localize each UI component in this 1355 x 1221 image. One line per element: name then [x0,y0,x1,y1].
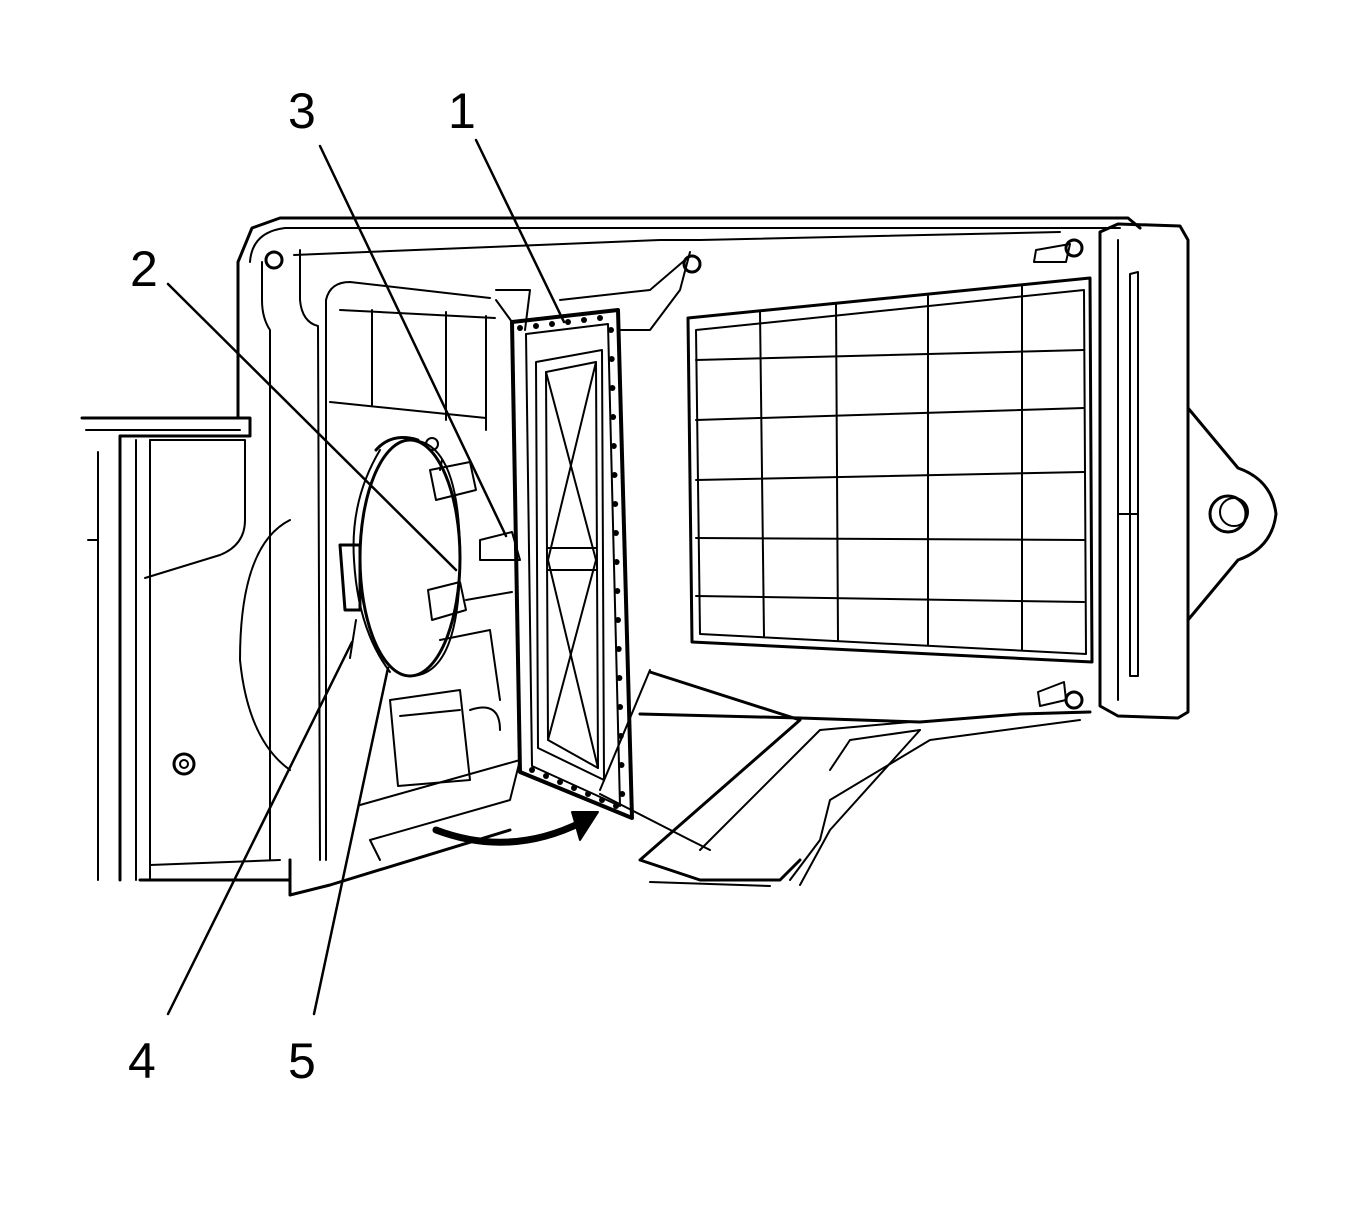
leader-lines [166,138,566,1016]
fastener-dot [557,779,563,785]
lower-bracket [359,629,521,861]
fastener-dot [571,785,577,791]
fastener-dot [549,321,555,327]
recirculation-door [465,299,634,820]
fastener-dot [614,588,621,594]
evaporator-core [686,276,1094,664]
fastener-dot [613,803,619,809]
fastener-dot [612,530,619,536]
lower-case [599,669,1092,887]
fastener-dot [610,414,617,420]
fastener-dot [585,791,591,797]
fastener-dot [617,704,624,710]
left-housing [80,416,292,882]
fastener-dot [612,501,619,507]
fastener-dot [543,773,549,779]
fastener-dot [617,733,624,739]
door-fastener-dots [517,315,626,809]
fastener-dot [619,791,626,797]
fastener-dot [611,472,618,478]
fastener-dot [608,327,614,333]
fastener-dot [616,675,623,681]
fastener-dot [608,356,615,362]
callout-1: 1 [448,83,476,139]
end-cover [1098,222,1278,720]
fastener-dot [610,443,617,449]
fastener-dot [613,559,620,565]
callout-2: 2 [130,241,158,297]
blower-motor [239,436,477,771]
callout-5: 5 [288,1033,316,1089]
fastener-dot [599,797,605,803]
fastener-dot [618,762,625,768]
fastener-dot [609,385,616,391]
fastener-dot [529,767,535,773]
callout-3: 3 [288,83,316,139]
callout-4: 4 [128,1033,156,1089]
fastener-dot [517,325,523,331]
fastener-dot [615,617,621,623]
case-body [236,216,1142,897]
fastener-dot [581,317,587,323]
fastener-dot [615,646,622,652]
fastener-dot [533,323,539,329]
rotation-arrow [432,811,599,846]
fastener-dot [565,319,571,325]
fastener-dot [597,315,603,321]
